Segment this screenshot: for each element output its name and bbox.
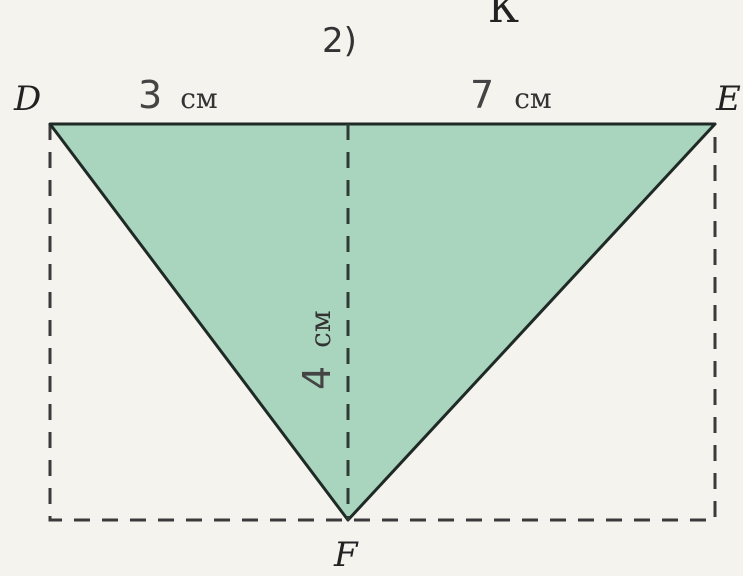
- problem-part-label: 2): [322, 21, 357, 61]
- left-segment-unit: см: [180, 82, 217, 115]
- vertex-label-e: E: [715, 79, 741, 119]
- dashed-rectangle: [48, 124, 717, 522]
- svg-text:4 см: 4 см: [295, 310, 339, 390]
- height-unit: см: [304, 310, 337, 347]
- height-dimension: 4 см: [295, 310, 339, 390]
- vertex-label-d: D: [13, 79, 41, 119]
- height-value: 4: [295, 366, 339, 390]
- right-segment-dimension: 7 см: [470, 73, 552, 117]
- left-segment-dimension: 3 см: [138, 73, 218, 117]
- left-segment-value: 3: [138, 73, 162, 117]
- right-segment-value: 7: [470, 73, 494, 117]
- triangle-def: [48, 122, 717, 522]
- heading-fragment: К: [488, 0, 519, 32]
- vertex-label-f: F: [333, 535, 359, 575]
- right-segment-unit: см: [514, 82, 551, 115]
